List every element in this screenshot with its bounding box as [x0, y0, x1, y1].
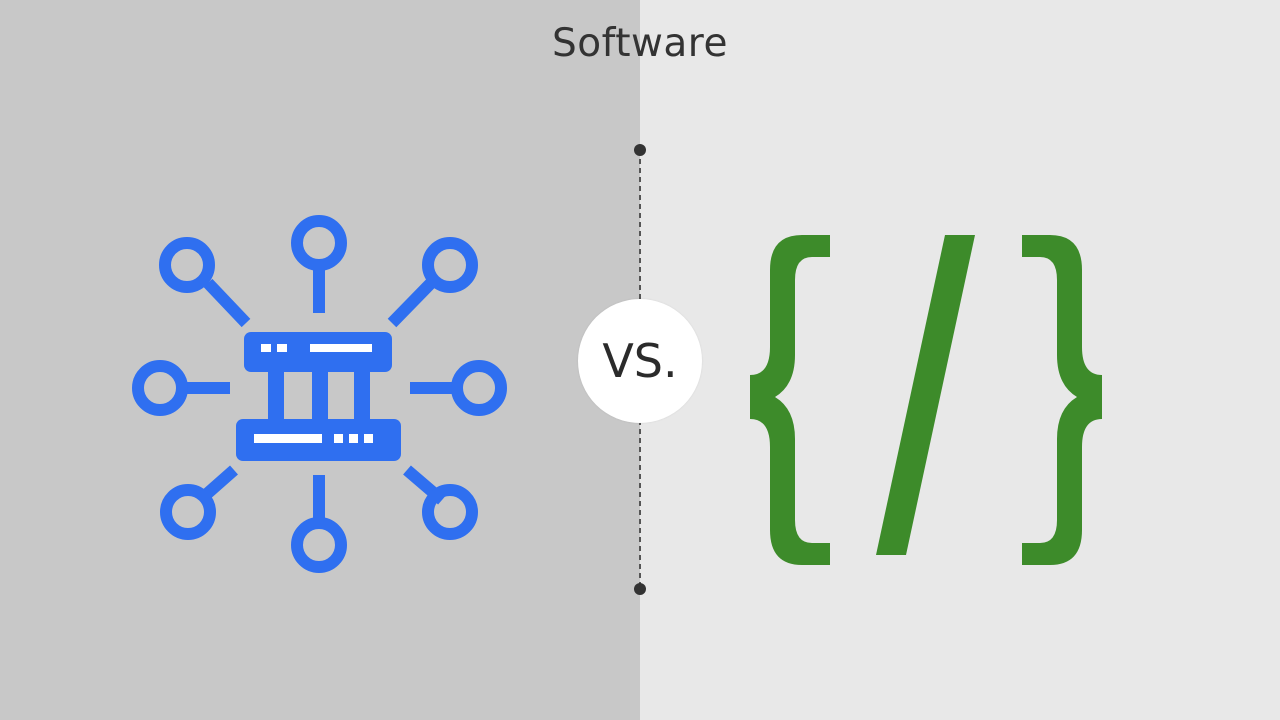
divider-dot-bottom	[634, 583, 646, 595]
vs-badge: VS.	[578, 299, 702, 423]
code-brackets-icon	[750, 235, 1102, 565]
page-title: Software	[552, 21, 728, 66]
divider-dot-top	[634, 144, 646, 156]
right-panel	[640, 0, 1280, 720]
network-hub-icon	[132, 215, 507, 573]
